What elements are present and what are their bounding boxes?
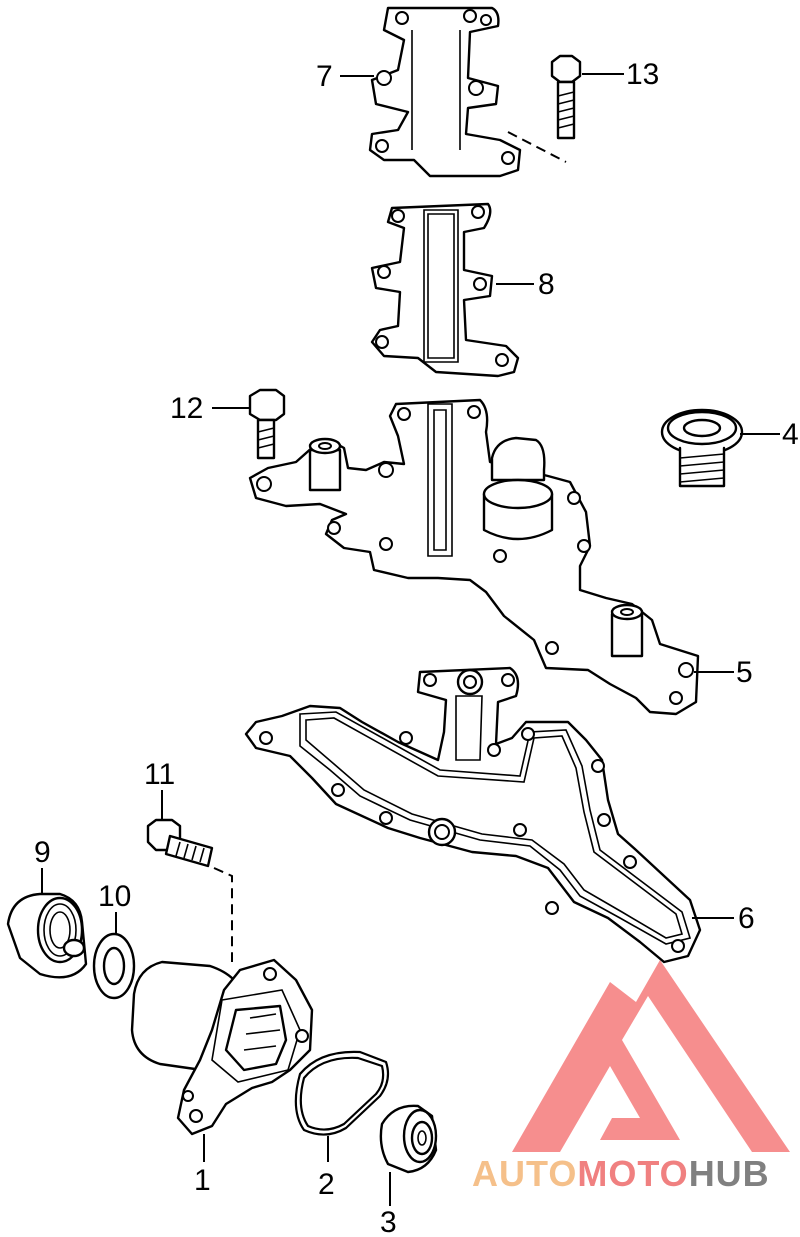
part-5-housing xyxy=(248,398,700,716)
callout-13: 13 xyxy=(626,58,659,91)
part-8-gasket xyxy=(370,202,520,378)
wordmark-moto: MOTO xyxy=(577,1153,688,1194)
automotohub-wordmark: AUTOMOTOHUB xyxy=(472,1153,770,1194)
callout-11: 11 xyxy=(144,758,175,791)
callout-3: 3 xyxy=(380,1206,397,1237)
wordmark-auto: AUTO xyxy=(472,1153,577,1194)
part-4-thermostat xyxy=(660,408,744,488)
automotohub-logo xyxy=(512,960,790,1152)
callout-labels: 7 13 8 12 4 5 6 11 9 10 1 2 3 xyxy=(34,58,799,1237)
callout-1: 1 xyxy=(194,1164,211,1197)
part-11-bolt xyxy=(146,818,233,962)
part-13-bolt xyxy=(507,54,582,163)
wordmark-hub: HUB xyxy=(689,1153,770,1194)
svg-text:AUTOMOTOHUB: AUTOMOTOHUB xyxy=(472,1153,770,1194)
part-10-washer xyxy=(92,932,136,1000)
part-2-o-ring xyxy=(294,1050,390,1136)
part-7-cover-plate xyxy=(368,6,522,178)
callout-9: 9 xyxy=(34,836,51,869)
part-3-plug xyxy=(379,1104,438,1174)
callout-6: 6 xyxy=(738,902,755,935)
part-12-bolt xyxy=(248,388,286,460)
callout-4: 4 xyxy=(782,418,799,451)
leader-lines xyxy=(41,73,780,1206)
part-9-cap xyxy=(6,892,88,979)
callout-5: 5 xyxy=(736,656,753,689)
logo-triangle-icon xyxy=(512,960,790,1152)
callout-2: 2 xyxy=(318,1168,335,1201)
callout-7: 7 xyxy=(316,60,333,93)
callout-12: 12 xyxy=(170,392,203,425)
callout-10: 10 xyxy=(98,880,131,913)
part-6-large-gasket xyxy=(244,666,702,964)
callout-8: 8 xyxy=(538,268,555,301)
part-1-pump-housing xyxy=(130,958,314,1136)
